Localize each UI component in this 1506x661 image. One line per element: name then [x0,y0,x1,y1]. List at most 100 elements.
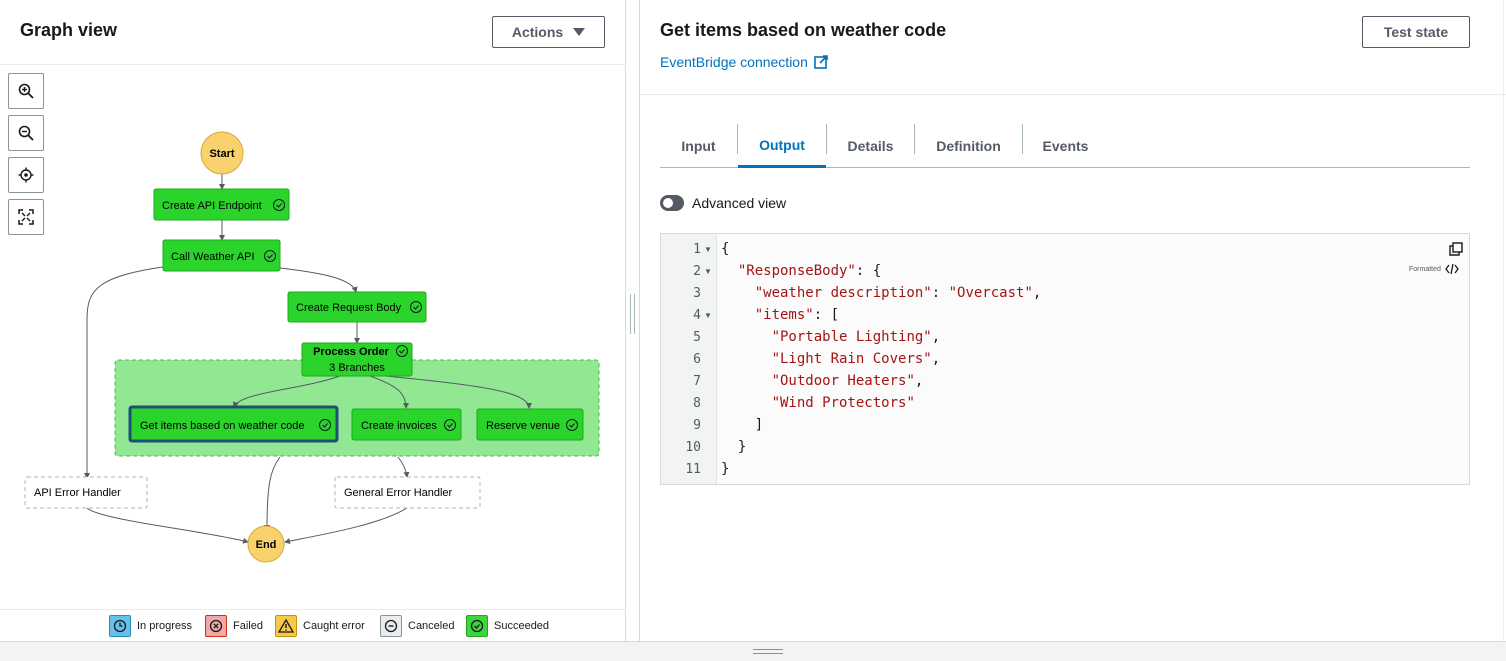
x-icon [205,615,227,637]
legend-succeeded: Succeeded [466,615,549,637]
tab-events[interactable]: Events [1042,137,1089,154]
advanced-view-toggle[interactable] [660,195,684,211]
center-icon [18,167,34,183]
state-machine-graph: Start Create API Endpoint Call Weather A… [24,131,600,563]
line-number: 11 [685,462,701,477]
node-create-request-body[interactable]: Create Request Body [287,291,427,323]
line-number: 9 [693,418,701,433]
node-label: API Error Handler [34,487,121,499]
clock-icon [109,615,131,637]
copy-icon[interactable] [1449,242,1463,256]
check-circle-icon [410,301,422,313]
line-number: 4 [693,308,701,323]
output-code-editor[interactable]: 1 ▼ 2 ▼ 3 4 ▼ 5 6 7 8 9 10 11 { "Respons… [660,233,1470,485]
zoom-out-icon [18,125,34,141]
graph-header: Graph view Actions [0,0,625,65]
start-node[interactable]: Start [200,131,244,175]
zoom-in-icon [18,83,34,99]
legend-caught-error: Caught error [275,615,365,637]
state-detail-panel: Get items based on weather code EventBri… [640,0,1506,641]
bottom-resize-bar[interactable] [0,641,1506,661]
tab-separator [737,124,738,154]
graph-panel: Graph view Actions [0,0,626,641]
node-label: Get items based on weather code [140,420,304,432]
check-circle-icon [264,250,276,262]
node-label: Create Request Body [296,302,402,314]
check-circle-icon [566,419,578,431]
node-create-invoices[interactable]: Create invoices [351,408,462,441]
zoom-out-button[interactable] [8,115,44,151]
legend-in-progress: In progress [109,615,192,637]
tab-input[interactable]: Input [681,137,716,154]
fold-arrow-icon[interactable]: ▼ [704,311,712,320]
detail-tabs: Input Output Details Definition Events [660,124,1470,168]
actions-button[interactable]: Actions [492,16,605,48]
fit-screen-icon [18,209,34,225]
minus-icon [380,615,402,637]
zoom-in-button[interactable] [8,73,44,109]
code-line: } [737,439,747,455]
node-get-items-selected[interactable]: Get items based on weather code [128,405,339,443]
line-number: 5 [693,330,701,345]
legend-label: Canceled [408,620,455,632]
line-number-gutter: 1 ▼ 2 ▼ 3 4 ▼ 5 6 7 8 9 10 11 [661,234,717,484]
node-create-api-endpoint[interactable]: Create API Endpoint [153,188,290,221]
tab-separator [826,124,827,154]
tab-definition[interactable]: Definition [936,137,1001,154]
tab-output[interactable]: Output [738,124,826,168]
fold-arrow-icon[interactable]: ▼ [704,267,712,276]
warning-icon [275,615,297,637]
tab-separator [914,124,915,154]
code-line: "Outdoor Heaters", [771,373,924,389]
check-icon [466,615,488,637]
eventbridge-connection-link[interactable]: EventBridge connection [660,54,828,70]
end-node[interactable]: End [247,525,285,563]
center-button[interactable] [8,157,44,193]
fit-screen-button[interactable] [8,199,44,235]
caret-down-icon [573,28,586,36]
node-label: Reserve venue [486,420,560,432]
tab-details[interactable]: Details [847,137,894,154]
code-line: "Wind Protectors" [771,395,915,411]
line-number: 7 [693,374,701,389]
node-label: Call Weather API [171,251,255,263]
line-number: 8 [693,396,701,411]
node-process-order[interactable]: Process Order 3 Branches [301,342,413,377]
legend-label: Succeeded [494,620,550,632]
check-circle-icon [273,199,285,211]
advanced-view-label: Advanced view [692,195,787,211]
status-legend: In progress Failed Caught error Canceled [0,609,625,641]
test-state-button[interactable]: Test state [1362,16,1470,48]
formatted-label: Formatted [1409,265,1441,273]
actions-label: Actions [511,24,564,40]
legend-label: Failed [233,620,263,632]
formatted-toggle[interactable]: Formatted [1409,264,1459,274]
panel-resize-handle[interactable] [630,294,636,334]
graph-title: Graph view [20,20,118,40]
link-label: EventBridge connection [660,54,808,70]
node-call-weather-api[interactable]: Call Weather API [162,239,281,272]
node-api-error-handler[interactable]: API Error Handler [24,476,148,509]
code-line: "Light Rain Covers", [771,351,941,367]
state-header: Get items based on weather code EventBri… [640,0,1506,95]
code-line: "ResponseBody": { [737,263,882,279]
legend-canceled: Canceled [380,615,454,637]
fold-arrow-icon[interactable]: ▼ [704,245,712,254]
code-icon [1445,264,1459,274]
legend-label: Caught error [303,620,365,632]
node-reserve-venue[interactable]: Reserve venue [476,408,584,441]
legend-label: In progress [137,620,193,632]
node-label: General Error Handler [344,487,453,499]
node-general-error-handler[interactable]: General Error Handler [334,476,481,509]
end-label: End [256,539,277,551]
legend-failed: Failed [205,615,263,637]
node-sublabel: 3 Branches [329,362,385,374]
line-number: 3 [693,286,701,301]
line-number: 10 [685,440,701,455]
code-line: "Portable Lighting", [771,329,941,345]
scrollbar-track [1503,0,1504,641]
drag-handle-icon[interactable] [753,649,783,654]
line-number: 6 [693,352,701,367]
code-line: } [721,461,730,477]
